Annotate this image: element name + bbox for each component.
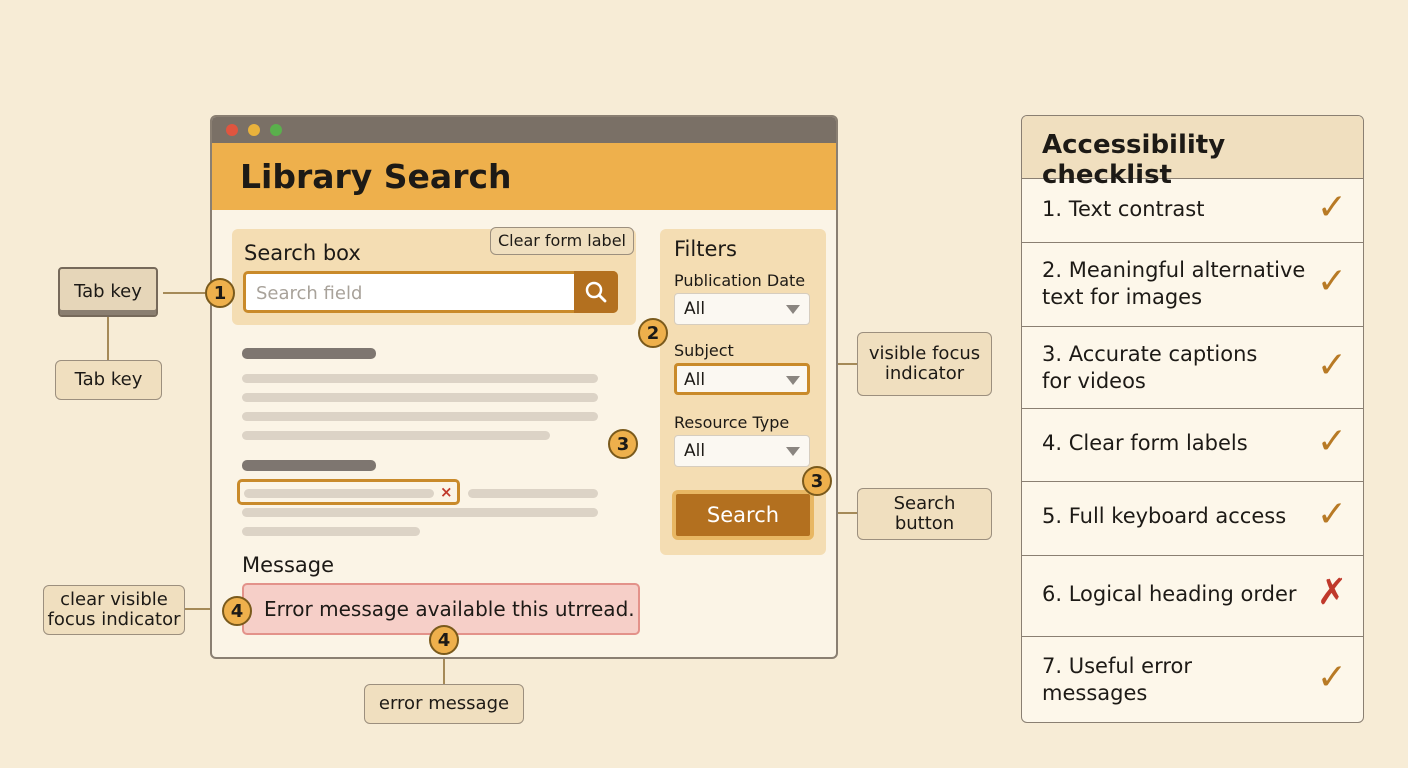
- search-button[interactable]: Search: [672, 490, 814, 540]
- check-icon: ✓: [1316, 187, 1347, 228]
- check-icon: ✓: [1316, 494, 1347, 535]
- checklist-item-text: 2. Meaningful alternative text for image…: [1042, 258, 1306, 309]
- visible-focus-indicator-callout: visible focus indicator: [857, 332, 992, 396]
- subject-value: All: [684, 370, 706, 390]
- checklist-item-text: 3. Accurate captions for videos: [1042, 342, 1258, 393]
- error-message-text: Error message available this utrread.: [264, 597, 635, 621]
- step-badge-1: 1: [205, 278, 235, 308]
- checklist-item-text: 1. Text contrast: [1042, 197, 1205, 221]
- resource-type-value: All: [684, 441, 706, 461]
- checklist-item-text: 5. Full keyboard access: [1042, 504, 1287, 528]
- page-header: [212, 143, 836, 210]
- cross-icon: ✗: [1316, 572, 1347, 613]
- publication-date-label: Publication Date: [674, 271, 806, 290]
- checklist-item-text: 6. Logical heading order: [1042, 582, 1297, 606]
- search-icon-button[interactable]: [574, 271, 618, 313]
- window-minimize-button[interactable]: [248, 124, 260, 136]
- error-message-callout: error message: [364, 684, 524, 724]
- check-icon: ✓: [1316, 421, 1347, 462]
- result-text-placeholder: [244, 489, 434, 498]
- page-title: Library Search: [240, 157, 512, 196]
- step-badge-3a: 3: [608, 429, 638, 459]
- accessibility-checklist: Accessibility checklist 1. Text contrast…: [1021, 115, 1364, 723]
- subject-label: Subject: [674, 341, 734, 360]
- window-maximize-button[interactable]: [270, 124, 282, 136]
- result-heading-placeholder: [242, 348, 376, 359]
- checklist-row: 7. Useful error messages ✓: [1022, 637, 1363, 722]
- browser-window: Library Search Search box Search field ×…: [210, 115, 838, 659]
- chevron-down-icon: [786, 305, 800, 314]
- search-input-placeholder: Search field: [256, 283, 363, 304]
- check-icon: ✓: [1316, 261, 1347, 302]
- search-box-heading: Search box: [244, 241, 361, 265]
- result-text-placeholder: [242, 431, 550, 440]
- resource-type-select[interactable]: [674, 435, 810, 467]
- resource-type-label: Resource Type: [674, 413, 790, 432]
- step-badge-3b: 3: [802, 466, 832, 496]
- clear-visible-focus-indicator-callout: clear visible focus indicator: [43, 585, 185, 635]
- checklist-row: 3. Accurate captions for videos ✓: [1022, 327, 1363, 409]
- tab-key-callout: Tab key: [55, 360, 162, 400]
- result-text-placeholder: [242, 412, 598, 421]
- filters-heading: Filters: [674, 237, 737, 261]
- checklist-row: 6. Logical heading order ✗: [1022, 556, 1363, 637]
- checklist-title: Accessibility checklist: [1042, 130, 1226, 190]
- result-heading-placeholder: [242, 460, 376, 471]
- chevron-down-icon: [786, 447, 800, 456]
- chevron-down-icon: [786, 376, 800, 385]
- window-close-button[interactable]: [226, 124, 238, 136]
- checklist-item-text: 4. Clear form labels: [1042, 431, 1248, 455]
- publication-date-value: All: [684, 299, 706, 319]
- search-icon: [585, 281, 607, 303]
- checklist-item-text: 7. Useful error messages: [1042, 654, 1192, 705]
- window-titlebar: [212, 117, 836, 143]
- check-icon: ✓: [1316, 657, 1347, 698]
- result-text-placeholder: [242, 527, 420, 536]
- message-heading: Message: [242, 553, 335, 577]
- checklist-row: 1. Text contrast ✓: [1022, 179, 1363, 243]
- step-badge-4a: 4: [222, 596, 252, 626]
- result-text-placeholder: [468, 489, 598, 498]
- error-x-icon: ×: [440, 483, 453, 501]
- checklist-row: 2. Meaningful alternative text for image…: [1022, 243, 1363, 327]
- result-text-placeholder: [242, 508, 598, 517]
- search-button-callout: Search button: [857, 488, 992, 540]
- check-icon: ✓: [1316, 345, 1347, 386]
- result-text-placeholder: [242, 393, 598, 402]
- search-input[interactable]: [243, 271, 618, 313]
- error-field-highlight[interactable]: [237, 479, 460, 505]
- step-badge-2: 2: [638, 318, 668, 348]
- checklist-row: 4. Clear form labels ✓: [1022, 409, 1363, 482]
- checklist-row: 5. Full keyboard access ✓: [1022, 482, 1363, 556]
- tab-keycap: Tab key: [58, 267, 158, 317]
- clear-form-label-callout: Clear form label: [490, 227, 634, 255]
- checklist-header: [1022, 116, 1363, 179]
- step-badge-4b: 4: [429, 625, 459, 655]
- result-text-placeholder: [242, 374, 598, 383]
